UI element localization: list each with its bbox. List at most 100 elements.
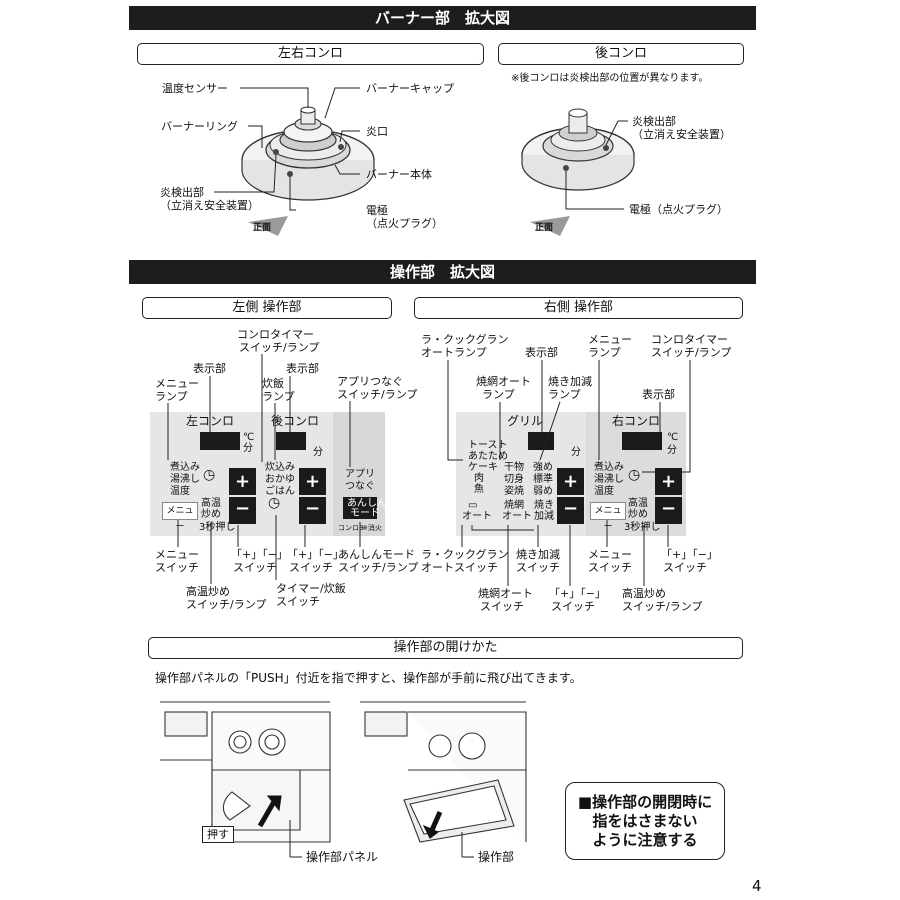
anshin-note-text: ※消火 xyxy=(362,524,382,532)
menu-lamp-callout-2: ランプ xyxy=(155,390,188,403)
panel-push-drawing xyxy=(160,701,331,858)
open-instruction: 操作部パネルの「PUSH」付近を指で押すと、操作部が手前に飛び出てきます。 xyxy=(155,671,582,685)
right-high-temp-btn-line1[interactable]: 高温 xyxy=(628,498,648,509)
page-number: 4 xyxy=(752,877,762,895)
back-konro-title: 後コンロ xyxy=(498,43,744,65)
grill-adj-btn-line2[interactable]: 加減 xyxy=(534,511,554,522)
grill-auto-lamp-callout-1: 焼網オート xyxy=(476,375,531,388)
right-menu-switch-callout-2: スイッチ xyxy=(588,561,632,574)
grill-minute-text: 分 xyxy=(571,447,581,458)
right-pm-switch-a-callout-1: 「+」「−」 xyxy=(549,587,606,600)
la-menu-4: 肉 xyxy=(474,473,484,484)
grill-adj-switch-callout-2: スイッチ xyxy=(516,561,560,574)
right-timer-icon[interactable]: ◷ xyxy=(628,467,641,483)
back-konro-text: 後コンロ xyxy=(271,414,320,428)
timer-rice-callout-1: タイマー/炊飯 xyxy=(276,582,346,595)
left-timer-icon[interactable]: ◷ xyxy=(203,467,216,483)
grill-auto-switch-callout-2: スイッチ xyxy=(480,600,524,613)
high-temp-btn-line2[interactable]: 炒め xyxy=(201,509,221,520)
left-menu-button[interactable]: メニュー xyxy=(162,502,198,532)
right-high-temp-callout-1: 高温炒め xyxy=(622,587,666,600)
high-temp-callout-2: スイッチ/ランプ xyxy=(186,598,267,611)
grill-auto-btn-line1[interactable]: 焼網 xyxy=(504,500,524,511)
back-minus-button[interactable]: − xyxy=(299,497,326,524)
menu-lamp-callout-1: メニュー xyxy=(155,377,199,390)
back-electrode-label: 電極（点火プラグ） xyxy=(629,203,728,216)
minute-text: 分 xyxy=(243,443,253,454)
pm-switch-b-callout-2: スイッチ xyxy=(289,561,333,574)
grill-auto-btn-line2[interactable]: オート xyxy=(502,511,532,522)
right-konro-timer-callout-1: コンロタイマー xyxy=(651,333,728,346)
right-high-temp-btn-line2[interactable]: 炒め xyxy=(628,509,648,520)
rice-lamp-callout-1: 炊飯 xyxy=(262,377,284,390)
display-a-callout: 表示部 xyxy=(193,362,226,375)
app-callout-1: アプリつなぐ xyxy=(337,375,403,388)
right-hold-3s-text: 3秒押し xyxy=(624,522,661,533)
la-menu-3: ケーキ xyxy=(468,462,498,473)
left-control-title: 左側 操作部 xyxy=(142,297,392,319)
right-high-temp-callout-2: スイッチ/ランプ xyxy=(622,600,703,613)
anshin-btn-line2[interactable]: モード xyxy=(350,508,380,519)
menu-a-item-3: 温度 xyxy=(170,486,190,497)
app-btn-line1[interactable]: アプリ xyxy=(345,469,375,480)
left-minus-button[interactable]: − xyxy=(229,497,256,524)
right-konro-timer-callout-2: スイッチ/ランプ xyxy=(651,346,732,359)
grill-plus-button[interactable]: + xyxy=(557,468,584,495)
grill-menu-2: 切身 xyxy=(504,474,524,485)
high-temp-callout-1: 高温炒め xyxy=(186,585,230,598)
minute-text-b: 分 xyxy=(313,447,323,458)
panel-open-drawing xyxy=(360,701,527,858)
anshin-btn-line1[interactable]: あんしん xyxy=(347,498,387,509)
back-front-label: 正面 xyxy=(535,223,554,233)
timer-rice-callout-2: スイッチ xyxy=(276,595,320,608)
la-menu-2: あたため xyxy=(468,451,508,462)
app-btn-line2[interactable]: つなぐ xyxy=(345,481,375,492)
grill-auto-switch-callout-1: 焼網オート xyxy=(478,587,533,600)
grill-minus-button[interactable]: − xyxy=(557,497,584,524)
app-callout-2: スイッチ/ランプ xyxy=(337,388,418,401)
level-menu-3: 弱め xyxy=(533,486,553,497)
electrode-sub-label: （点火プラグ） xyxy=(366,217,443,230)
right-pm-switch-a-callout-2: スイッチ xyxy=(551,600,595,613)
grill-adj-lamp-callout-2: ランプ xyxy=(548,388,581,401)
control-banner: 操作部 拡大図 xyxy=(129,260,756,284)
burner-ring-label: バーナーリング xyxy=(161,120,238,133)
right-menu-switch-callout-1: メニュー xyxy=(588,548,632,561)
la-switch-callout-1: ラ・クックグラン xyxy=(421,548,509,561)
pm-switch-b-callout-1: 「+」「−」 xyxy=(287,548,344,561)
right-display-a-callout: 表示部 xyxy=(525,346,558,359)
high-temp-btn-line1[interactable]: 高温 xyxy=(201,498,221,509)
celsius-text: ℃ xyxy=(243,432,255,443)
konro-menu-1: 煮込み xyxy=(594,462,624,473)
push-tag: 押す xyxy=(202,826,234,843)
grill-display xyxy=(528,432,554,450)
right-minute-text: 分 xyxy=(667,445,677,456)
level-menu-1: 強め xyxy=(533,462,553,473)
timer-rice-icon[interactable]: ◷ xyxy=(268,495,281,511)
left-plus-button[interactable]: + xyxy=(229,468,256,495)
temp-sensor-label: 温度センサー xyxy=(162,82,228,95)
back-plus-button[interactable]: + xyxy=(299,468,326,495)
la-auto-lamp-callout-2: オートランプ xyxy=(421,346,487,359)
pm-switch-a-callout-2: スイッチ xyxy=(233,561,277,574)
anshin-callout-1: あんしんモード xyxy=(338,548,415,561)
grill-adj-switch-callout-1: 焼き加減 xyxy=(516,548,560,561)
right-display-b-callout: 表示部 xyxy=(642,388,675,401)
right-menu-lamp-callout-2: ランプ xyxy=(588,346,621,359)
konro-timer-callout-1: コンロタイマー xyxy=(237,328,314,341)
right-control-title: 右側 操作部 xyxy=(414,297,743,319)
grill-menu-3: 姿焼 xyxy=(504,486,524,497)
panel-label: 操作部パネル xyxy=(306,850,379,864)
auto-button[interactable]: オート xyxy=(462,511,492,522)
right-minus-button[interactable]: − xyxy=(655,497,682,524)
right-konro-text: 右コンロ xyxy=(612,414,661,428)
warning-box: ■操作部の開閉時に 指をはさまない ように注意する xyxy=(565,782,725,860)
anshin-mode-button[interactable] xyxy=(343,497,377,519)
menu-b-item-2: おかゆ xyxy=(265,474,295,485)
anshin-callout-2: スイッチ/ランプ xyxy=(338,561,419,574)
right-menu-button[interactable]: メニュー xyxy=(590,502,626,532)
grill-adj-btn-line1[interactable]: 焼き xyxy=(534,500,554,511)
auto-icon[interactable]: ▭ xyxy=(468,500,478,511)
la-menu-5: 魚 xyxy=(474,484,484,495)
warning-line-2: 指をはさまない xyxy=(592,812,698,830)
